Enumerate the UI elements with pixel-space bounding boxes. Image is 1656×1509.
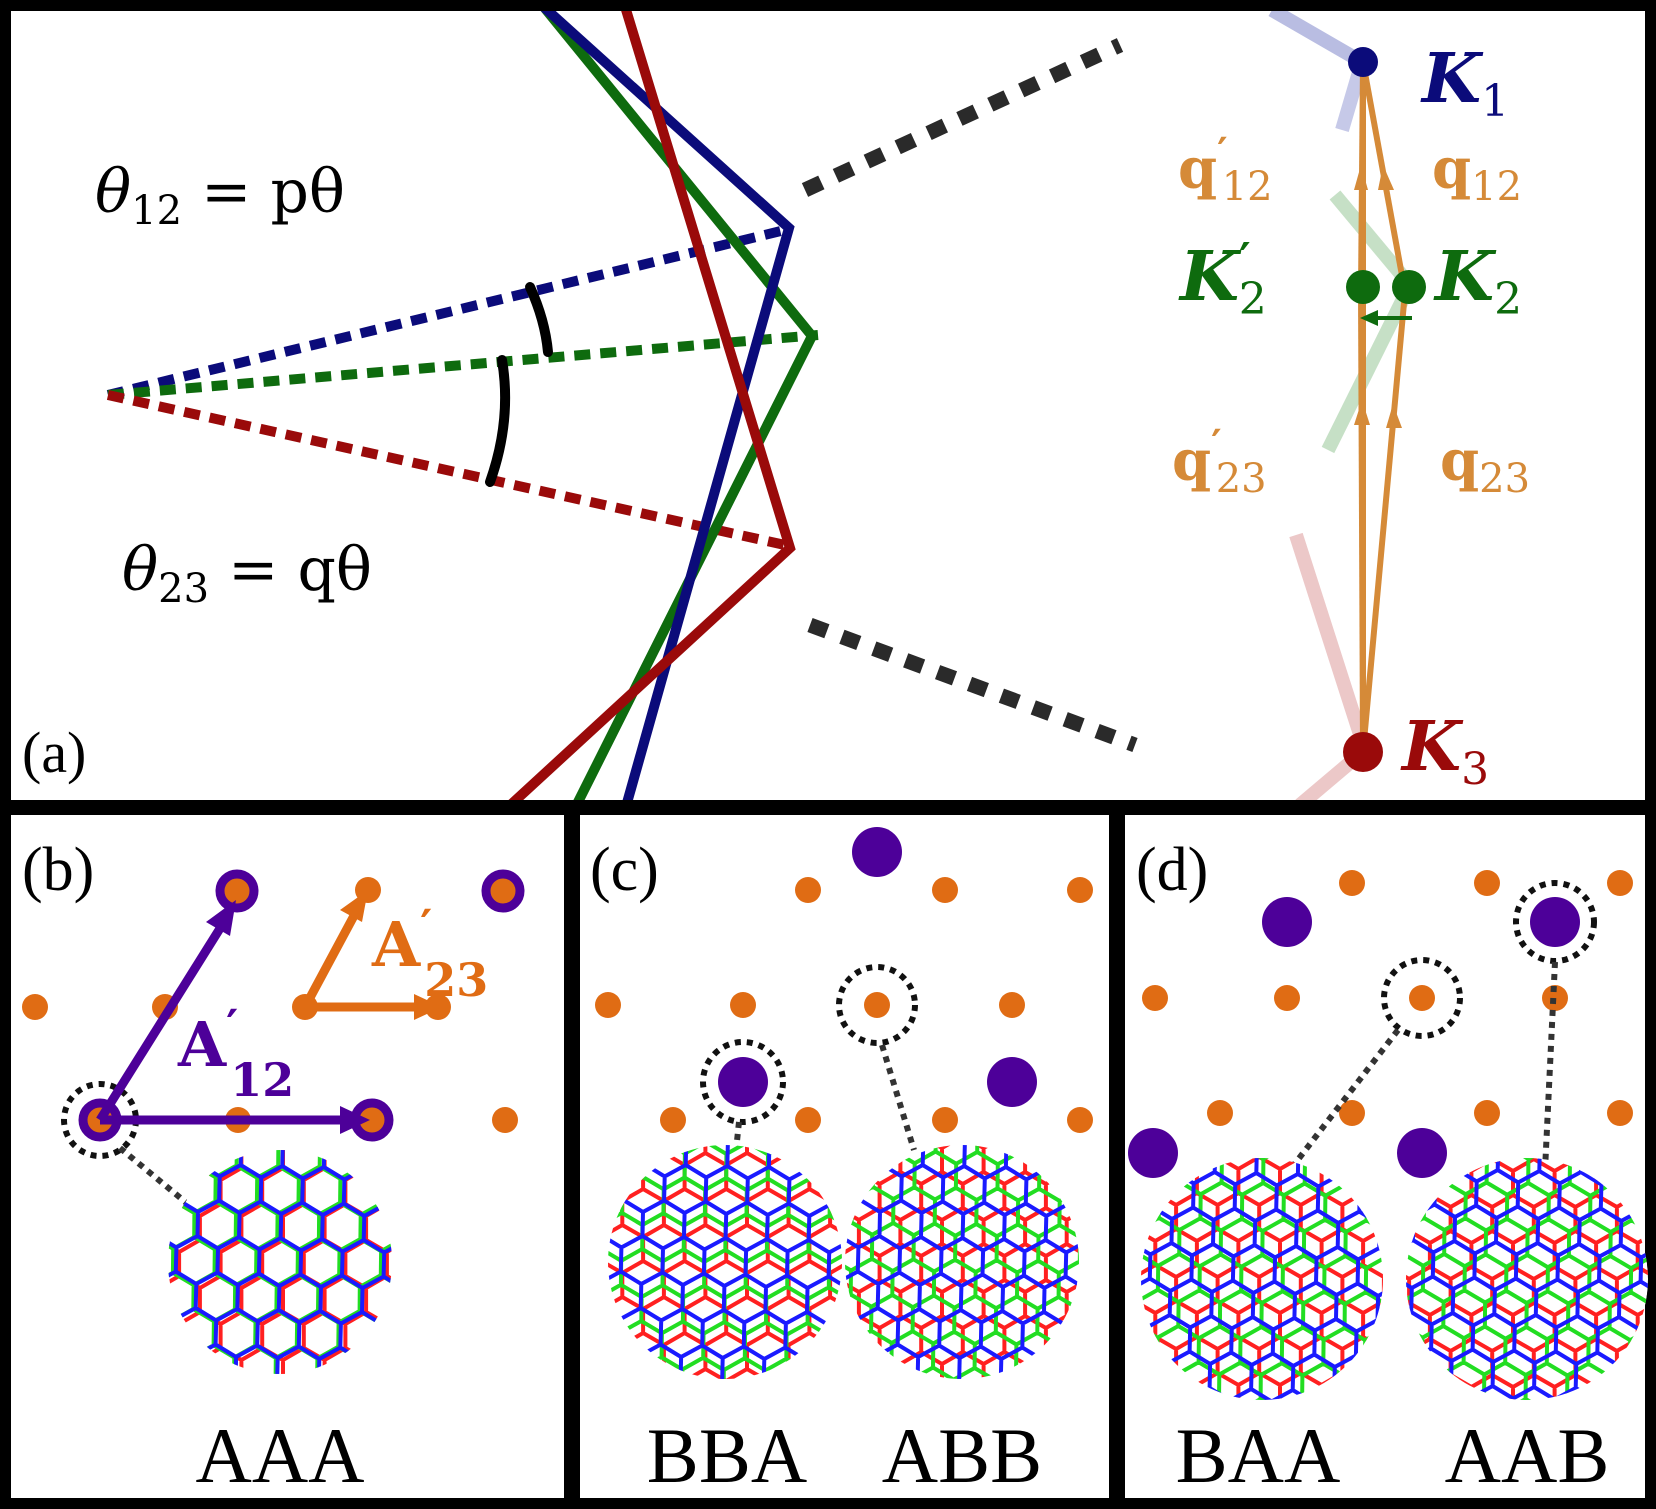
angle-arc-12 [525, 282, 553, 357]
panel-b-label: (b) [22, 836, 94, 904]
a23-vector-1-head [340, 890, 368, 922]
angle-arc-23 [485, 355, 511, 487]
purple-sites-c [718, 827, 1037, 1107]
a12-vector-2-head [340, 1106, 370, 1134]
panel-c-background [580, 815, 1109, 1498]
q12-prime-label: q′12 [1178, 129, 1273, 210]
a23-vector-2-head [414, 994, 442, 1020]
zoom-connector-bottom [807, 617, 1138, 753]
purple-sites-d [1128, 897, 1580, 1178]
baa-connector [1287, 1028, 1401, 1172]
k1-point [1348, 47, 1378, 77]
hex-lattice-layer [1406, 1158, 1648, 1400]
bz-edge-green [540, 11, 818, 800]
bba-site-highlight [700, 1039, 786, 1125]
a12-vector-1-head [206, 900, 236, 936]
hex-lattice-layer [168, 1150, 392, 1374]
faint-green-edge-2 [1321, 281, 1417, 454]
bz-edge-red [508, 11, 796, 800]
panel-a [106, 11, 1426, 800]
orange-lattice-d [1142, 870, 1633, 1126]
ray-red [106, 390, 787, 550]
q23-prime-label: q′23 [1172, 421, 1267, 502]
aab-site-highlight [1513, 880, 1597, 964]
baa-label: BAA [1176, 1412, 1341, 1499]
panel-d: (d) BAA AAB [1128, 836, 1648, 1499]
baa-site-highlight [1381, 957, 1463, 1039]
a12-vector-1 [96, 919, 228, 1123]
theta12-equation: θ12 = pθ [95, 157, 345, 234]
a12-label: A′12 [177, 999, 294, 1107]
panel-b: (b) A′23 A′12 [22, 836, 525, 1499]
purple-ring-sites-b [78, 869, 525, 1142]
faint-green-edge-1 [1329, 190, 1416, 290]
orange-lattice-c [595, 877, 1093, 1133]
faint-red-edge-1 [1289, 532, 1372, 753]
bz-edge-blue [540, 11, 795, 800]
hex-lattice-layer [608, 1145, 842, 1379]
k2-label: K2 [1433, 237, 1522, 325]
k3-point [1343, 732, 1383, 772]
aaa-connector [118, 1145, 197, 1213]
bba-moire-inset [608, 1145, 842, 1379]
panel-a-background [11, 11, 1645, 800]
aab-connector [1542, 961, 1558, 1171]
ray-blue [106, 225, 787, 400]
k2-prime-point [1346, 270, 1380, 304]
k2-shift-arrowhead [1360, 310, 1378, 326]
panel-c: (c) BBA ABB [590, 827, 1093, 1499]
hex-lattice-layer [1141, 1158, 1383, 1400]
faint-blue-edge-1 [1268, 11, 1366, 69]
zoom-connector-top [801, 38, 1124, 197]
ray-green [107, 330, 819, 400]
k1-label: K1 [1420, 39, 1509, 127]
q23-label: q23 [1440, 428, 1530, 502]
abb-site-highlight [836, 964, 918, 1046]
theta23-equation: θ23 = qθ [122, 535, 372, 612]
bba-label: BBA [647, 1412, 807, 1499]
k3-label: K3 [1400, 707, 1489, 795]
panel-c-label: (c) [590, 836, 659, 904]
aaa-moire-inset [168, 1150, 392, 1374]
panel-d-label: (d) [1136, 836, 1208, 904]
hex-lattice-layer [1141, 1158, 1383, 1400]
k2-prime-label: K′2 [1178, 234, 1267, 325]
a23-label: A′23 [371, 899, 488, 1007]
k2-point [1392, 270, 1426, 304]
a23-vector-1 [301, 909, 360, 1010]
hex-lattice-layer [845, 1145, 1079, 1379]
q12-label: q12 [1432, 136, 1522, 210]
aab-label: AAB [1445, 1412, 1610, 1499]
panel-a-label: (a) [22, 720, 86, 785]
aaa-label: AAA [196, 1412, 365, 1499]
abb-label: ABB [882, 1412, 1042, 1499]
baa-moire-inset [1141, 1158, 1383, 1400]
q-arrowheads [1354, 165, 1402, 428]
